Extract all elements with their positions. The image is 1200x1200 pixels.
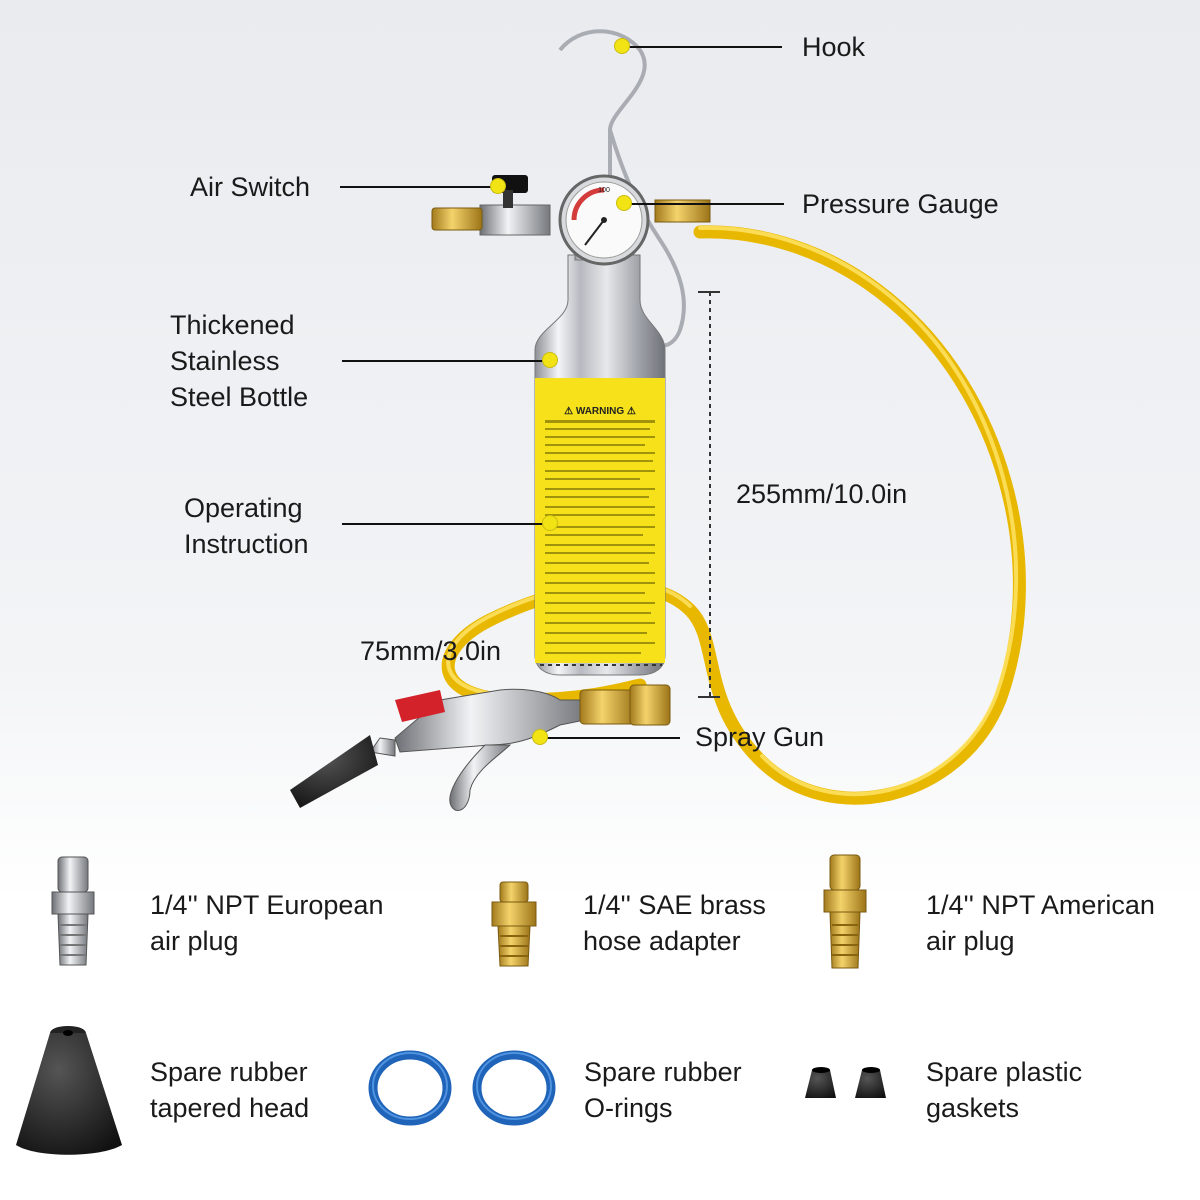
- bottle-label: Thickened Stainless Steel Bottle: [170, 307, 308, 415]
- height-dimension-label: 255mm/10.0in: [736, 479, 908, 509]
- pressure-gauge-leader-line: [624, 203, 784, 205]
- gauge-top-value: 100: [598, 187, 610, 194]
- instruction-label-line-2: Instruction: [184, 529, 309, 559]
- accessory-american-plug-line-2: air plug: [926, 926, 1015, 956]
- bottle-marker: [542, 352, 558, 368]
- chrome-air-plug-icon: [51, 856, 95, 966]
- air-switch-label: Air Switch: [190, 172, 311, 202]
- instruction-marker: [542, 515, 558, 531]
- pressure-gauge-label: Pressure Gauge: [802, 189, 999, 219]
- accessory-gaskets-label: Spare plastic gaskets: [926, 1054, 1082, 1126]
- accessory-american-plug-label: 1/4'' NPT American air plug: [926, 887, 1155, 959]
- accessory-gaskets-line-2: gaskets: [926, 1093, 1020, 1123]
- brass-adapter-icon: [491, 881, 537, 967]
- spray-gun-marker: [532, 729, 548, 745]
- brass-air-plug-icon: [823, 854, 867, 969]
- accessory-brass-adapter-label: 1/4'' SAE brass hose adapter: [583, 887, 766, 959]
- air-switch-leader-line: [340, 186, 498, 188]
- accessory-gaskets-line-1: Spare plastic: [926, 1057, 1083, 1087]
- trigger: [395, 690, 445, 722]
- yellow-hose: [441, 225, 1026, 805]
- accessory-european-plug-line-2: air plug: [150, 926, 239, 956]
- hook-label: Hook: [802, 32, 866, 62]
- spray-gun: [290, 684, 671, 811]
- instruction-leader-line: [342, 523, 550, 525]
- spray-gun-label: Spray Gun: [695, 722, 825, 752]
- accessory-o-rings-label: Spare rubber O-rings: [584, 1054, 742, 1126]
- rubber-nozzle: [290, 735, 378, 808]
- bottle-label-line-3: Steel Bottle: [170, 382, 309, 412]
- instruction-label-line-1: Operating: [184, 493, 303, 523]
- accessory-rubber-head-line-2: tapered head: [150, 1093, 310, 1123]
- rubber-cone-icon: [16, 1026, 122, 1155]
- accessory-o-rings-line-1: Spare rubber: [584, 1057, 742, 1087]
- accessory-o-rings-line-2: O-rings: [584, 1093, 673, 1123]
- bottle-label-line-2: Stainless: [170, 346, 280, 376]
- height-dimension: [698, 291, 720, 698]
- bottle-label-line-1: Thickened: [170, 310, 295, 340]
- hook-leader-line: [622, 46, 782, 48]
- black-gaskets-icon: [805, 1067, 886, 1098]
- accessory-european-plug-label: 1/4'' NPT European air plug: [150, 887, 383, 959]
- accessory-american-plug-line-1: 1/4'' NPT American: [926, 890, 1155, 920]
- air-inlet-fitting: [431, 207, 483, 231]
- instruction-label: Operating Instruction: [184, 490, 309, 562]
- bottle-leader-line: [342, 360, 550, 362]
- accessory-brass-adapter-line-1: 1/4'' SAE brass: [583, 890, 766, 920]
- accessory-brass-adapter-line-2: hose adapter: [583, 926, 741, 956]
- warning-title: ⚠ WARNING ⚠: [564, 406, 636, 417]
- width-dimension-label: 75mm/3.0in: [360, 636, 502, 666]
- hook-marker: [614, 38, 630, 54]
- accessory-european-plug-line-1: 1/4'' NPT European: [150, 890, 384, 920]
- accessory-rubber-head-label: Spare rubber tapered head: [150, 1054, 309, 1126]
- blue-o-rings-icon: [368, 1050, 556, 1126]
- spray-gun-leader-line: [540, 737, 680, 739]
- accessory-rubber-head-line-1: Spare rubber: [150, 1057, 308, 1087]
- pressure-gauge-marker: [616, 195, 632, 211]
- air-switch-marker: [490, 178, 506, 194]
